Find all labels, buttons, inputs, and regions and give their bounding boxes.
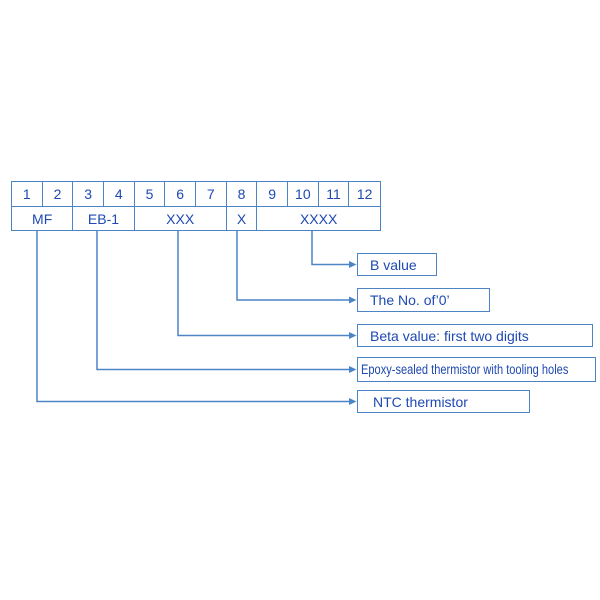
digit-cell-2: 2 (43, 182, 74, 206)
digit-cell-8: 8 (227, 182, 258, 206)
arrow-right-icon (349, 366, 357, 373)
connector-line-beta (177, 231, 350, 337)
digit-cell-7: 7 (196, 182, 227, 206)
digit-cell-4: 4 (104, 182, 135, 206)
code-segment-mf: MF (12, 206, 74, 230)
callout-no-of-0: The No. of’0’ (357, 288, 490, 312)
digit-cell-1: 1 (12, 182, 43, 206)
callout-b-value-label: B value (370, 256, 417, 273)
digit-cell-6: 6 (165, 182, 196, 206)
callout-no-of-0-label: The No. of’0’ (370, 292, 450, 308)
callout-ntc-thermistor-label: NTC thermistor (373, 393, 468, 410)
arrow-right-icon (349, 332, 357, 339)
digit-cell-5: 5 (135, 182, 166, 206)
callout-ntc-thermistor: NTC thermistor (357, 390, 530, 413)
arrow-right-icon (349, 261, 357, 268)
digit-cell-3: 3 (73, 182, 104, 206)
callout-epoxy-sealed: Epoxy-sealed thermistor with tooling hol… (357, 357, 596, 382)
callout-beta-value: Beta value: first two digits (357, 324, 593, 347)
code-segment-eb1: EB-1 (73, 206, 135, 230)
arrow-right-icon (349, 296, 357, 304)
connector-line-no-of-0 (236, 231, 350, 301)
digit-cell-9: 9 (257, 182, 288, 206)
digit-cell-12: 12 (356, 186, 373, 202)
callout-b-value: B value (357, 253, 437, 276)
callout-epoxy-sealed-label: Epoxy-sealed thermistor with tooling hol… (361, 362, 569, 377)
code-segment-xxxx: XXXX (257, 206, 380, 230)
digit-cell-10: 10 (288, 182, 319, 206)
callout-beta-value-label: Beta value: first two digits (370, 327, 529, 344)
connector-line-epoxy (96, 231, 350, 371)
digit-cell-11: 11 (319, 182, 350, 206)
connector-line-b-value (311, 231, 350, 266)
code-segment-x: X (226, 206, 258, 230)
arrow-right-icon (349, 398, 357, 405)
code-segment-xxx: XXX (134, 206, 227, 230)
code-table: 1 2 3 4 5 6 7 8 9 10 11 12 MF EB-1 XXX X… (11, 181, 381, 231)
connector-line-ntc (36, 231, 350, 403)
